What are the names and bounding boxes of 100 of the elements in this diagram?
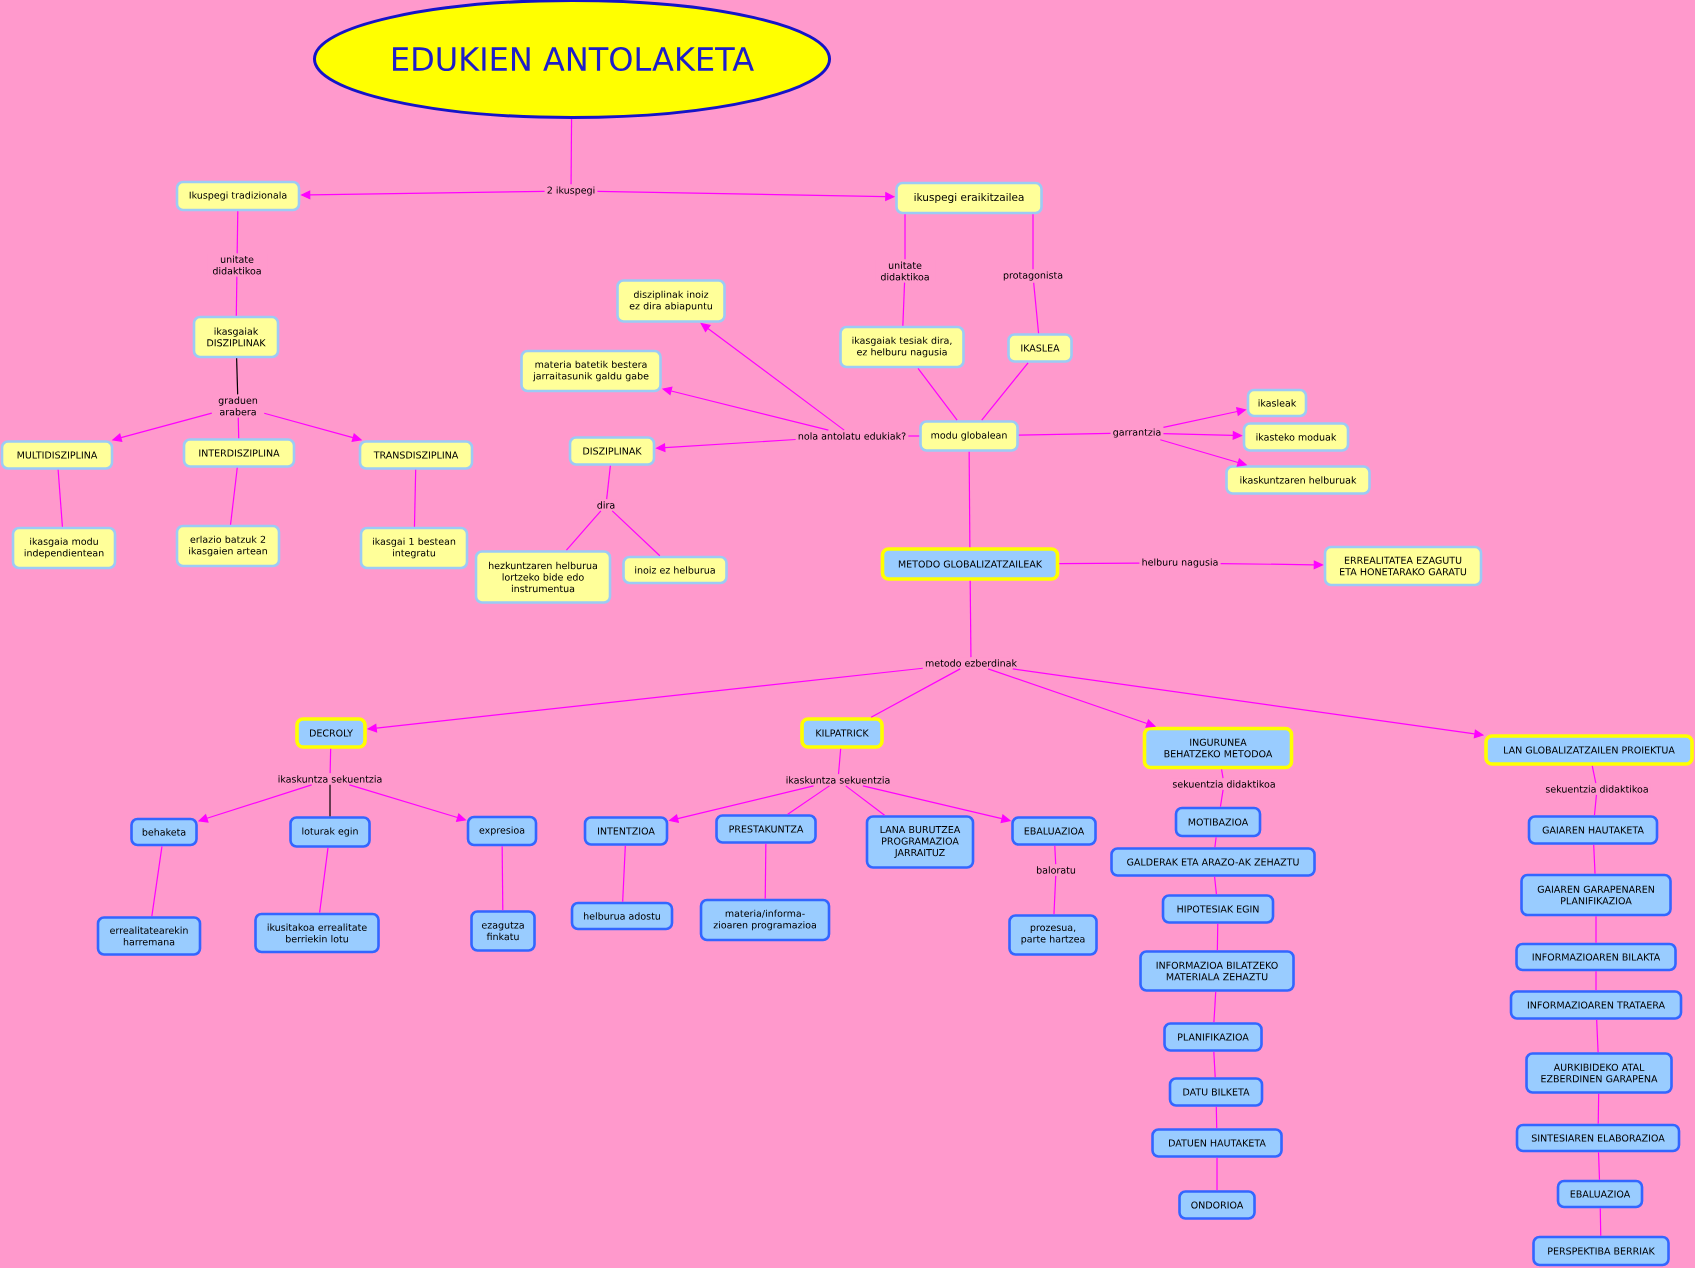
step-box: loturak egin: [289, 816, 371, 848]
concept-box: TRANSDISZIPLINA: [358, 440, 474, 470]
method-box: DECROLY: [295, 717, 367, 749]
connector-line: [1597, 1151, 1601, 1181]
connector-line: [1058, 562, 1140, 565]
concept-box: erlazio batzuk 2 ikasgaien artean: [175, 524, 281, 568]
concept-box: ikuspegi eraikitzailea: [895, 181, 1043, 215]
connector-line: [611, 510, 661, 557]
connector-line: [1214, 876, 1218, 895]
connector-line: [501, 845, 504, 911]
step-box: helburua adostu: [570, 901, 674, 931]
step-box: GALDERAK ETA ARAZO-AK ZEHAZTU: [1110, 847, 1316, 877]
step-box: EBALUAZIOA: [1556, 1179, 1644, 1209]
connector-line: [1595, 915, 1597, 944]
connector-line: [1599, 1207, 1602, 1237]
connector-line: [1597, 1093, 1600, 1125]
concept-box: IKASLEA: [1007, 333, 1073, 363]
linking-phrase: graduen arabera: [212, 394, 264, 418]
concept-box: modu globalean: [919, 420, 1019, 452]
connector-line: [1596, 1019, 1599, 1053]
connector-line: [565, 510, 602, 551]
concept-box: ikasgaia modu independientean: [11, 526, 117, 570]
concept-box: inoiz ez helburua: [622, 555, 728, 585]
connector-line: [1595, 970, 1597, 991]
linking-phrase: garrantzia: [1110, 426, 1164, 440]
linking-phrase: helburu nagusia: [1139, 556, 1221, 570]
connector-line: [1032, 213, 1034, 270]
connector-line: [1593, 844, 1596, 875]
connector-line: [1216, 1157, 1218, 1191]
step-box: INFORMAZIOAREN BILAKTA: [1515, 942, 1677, 972]
concept-box: materia batetik bestera jarraitasunik galdu gabe: [520, 349, 662, 393]
linking-phrase: ikaskuntza sekuentzia: [783, 774, 893, 786]
connector-line: [329, 748, 332, 774]
concept-box: Ikuspegi tradizionala: [175, 180, 301, 212]
connector-line: [235, 276, 238, 317]
step-box: PRESTAKUNTZA: [715, 814, 817, 844]
method-box: LAN GLOBALIZATZAILEN PROIEKTUA: [1484, 734, 1694, 766]
step-box: materia/informa- zioaren programazioa: [699, 898, 831, 942]
connector-line: [1219, 789, 1224, 808]
connector-line: [1053, 875, 1057, 915]
concept-box: ERREALITATEA EZAGUTU ETA HONETARAKO GARATU: [1323, 545, 1483, 587]
method-box: METODO GLOBALIZATZAILEAK: [880, 547, 1060, 581]
connector-line: [764, 843, 767, 900]
connector-line: [1033, 282, 1040, 334]
concept-box: ikasgaiak tesiak dira, ez helburu nagusia: [839, 325, 965, 369]
step-box: INFORMAZIOA BILATZEKO MATERIALA ZEHAZTU: [1139, 950, 1295, 992]
step-box: DATU BILKETA: [1168, 1077, 1264, 1107]
method-box: INGURUNEA BEHATZEKO METODOA: [1142, 726, 1294, 770]
connector-line: [57, 469, 63, 528]
connector-line: [837, 748, 842, 775]
connector-line: [907, 435, 920, 437]
connector-line: [236, 357, 239, 395]
concept-box: ikasgaiak DISZIPLINAK: [192, 315, 280, 359]
connector-line: [904, 213, 906, 260]
linking-phrase: protagonista: [1000, 269, 1066, 283]
connector-line: [1018, 432, 1112, 436]
connector-line: [902, 282, 906, 327]
connector-line: [413, 469, 417, 528]
connector-line: [870, 668, 961, 718]
step-box: MOTIBAZIOA: [1174, 806, 1262, 838]
connector-line: [1054, 845, 1057, 865]
connector-line: [1593, 794, 1598, 816]
step-box: errealitatearekin harremana: [96, 916, 202, 956]
linking-phrase: unitate didaktikoa: [207, 253, 267, 277]
connector-line: [981, 362, 1029, 421]
step-box: AURKIBIDEKO ATAL EZBERDINEN GARAPENA: [1525, 1052, 1673, 1094]
concept-box: INTERDISZIPLINA: [182, 438, 296, 468]
connector-line: [606, 465, 611, 500]
step-box: expresioa: [466, 815, 538, 847]
connector-line: [236, 210, 239, 254]
connector-line: [151, 845, 163, 917]
connector-line: [1591, 765, 1597, 784]
connector-line: [319, 847, 329, 914]
step-box: GAIAREN GARAPENAREN PLANIFIKAZIOA: [1520, 873, 1672, 917]
linking-phrase: nola antolatu edukiak?: [795, 430, 909, 442]
method-box: KILPATRICK: [800, 717, 884, 749]
step-box: GAIAREN HAUTAKETA: [1527, 815, 1659, 845]
concept-box: disziplinak inoiz ez dira abiapuntu: [616, 279, 726, 323]
connector-line: [622, 845, 626, 903]
linking-phrase: sekuentzia didaktikoa: [1170, 778, 1278, 790]
connector-line: [1216, 923, 1219, 951]
step-box: DATUEN HAUTAKETA: [1151, 1128, 1283, 1158]
step-box: SINTESIAREN ELABORAZIOA: [1515, 1123, 1681, 1153]
step-box: behaketa: [130, 817, 198, 847]
linking-phrase: baloratu: [1034, 864, 1078, 876]
connector-line: [917, 367, 958, 421]
step-box: ikusitakoa errealitate berriekin lotu: [254, 912, 380, 954]
connector-line: [329, 784, 331, 817]
step-box: INTENTZIOA: [583, 816, 669, 846]
linking-phrase: 2 ikuspegi: [544, 184, 598, 198]
step-box: INFORMAZIOAREN TRATAERA: [1509, 990, 1683, 1020]
connector-line: [1214, 836, 1217, 848]
concept-box: ikasleak: [1246, 388, 1308, 418]
step-box: ezagutza finkatu: [470, 910, 536, 952]
concept-box: ikasteko moduak: [1242, 422, 1350, 452]
connector-line: [1215, 1106, 1218, 1129]
connector-line: [237, 417, 240, 439]
connector-line: [570, 118, 573, 185]
connector-line: [1213, 1051, 1216, 1078]
concept-box: ikasgai 1 bestean integratu: [359, 526, 469, 570]
